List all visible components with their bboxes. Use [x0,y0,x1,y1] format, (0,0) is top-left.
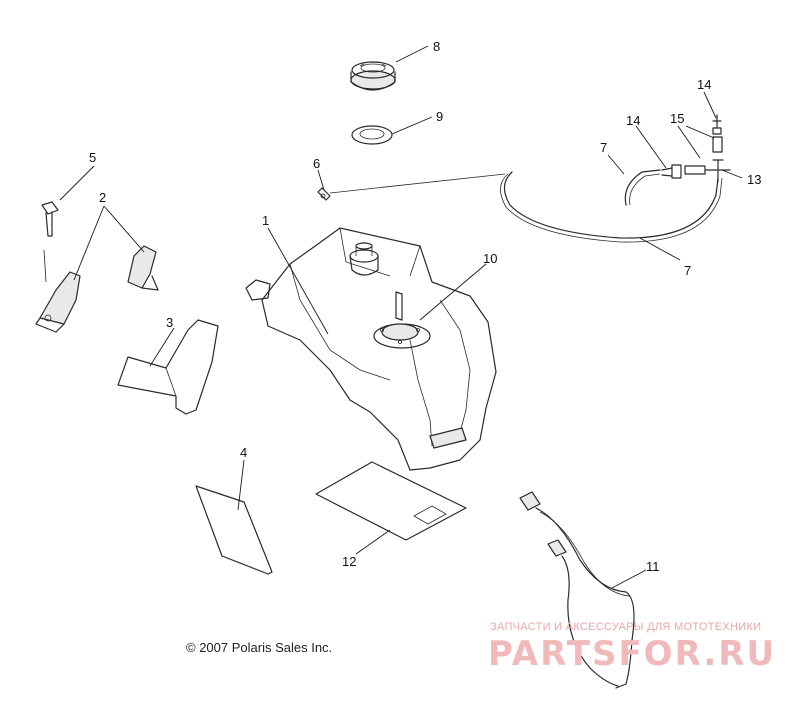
callout-10: 10 [483,251,497,266]
copyright-notice: © 2007 Polaris Sales Inc. [186,640,333,655]
vent-hose-part [500,169,723,243]
callout-8: 8 [433,39,440,54]
callout-4: 4 [240,445,247,460]
callout-12: 12 [342,554,356,569]
fuel-cap-part [350,61,396,91]
bracket-right-part [127,245,159,291]
wire-harness-part [519,491,635,689]
pad-part [195,485,273,575]
callout-15: 15 [670,111,684,126]
callout-2: 2 [99,190,106,205]
fuel-pump-part [373,291,431,349]
callout-13: 13 [747,172,761,187]
callout-1: 1 [262,213,269,228]
cap-gasket-part [351,125,393,145]
callout-9: 9 [436,109,443,124]
bolt-part [41,201,59,283]
callout-14b: 14 [697,77,711,92]
callout-5: 5 [89,150,96,165]
leader-lines [59,45,743,589]
l-pad-part [117,319,219,415]
vent-fitting-part [317,173,506,201]
callout-11: 11 [646,559,660,574]
callout-7a: 7 [600,140,607,155]
callout-3: 3 [166,315,173,330]
watermark-tagline: ЗАПЧАСТИ И АКСЕССУАРЫ ДЛЯ МОТОТЕХНИКИ [490,621,762,633]
callout-14a: 14 [626,113,640,128]
fuel-tank-part [245,227,497,471]
callout-labels: 8 9 6 1 10 5 2 3 4 12 11 7 7 14 14 15 13 [89,39,761,574]
vent-fittings-part [661,114,731,183]
watermark-logo: PARTSFOR.RU [488,634,777,674]
callout-7b: 7 [684,263,691,278]
callout-6: 6 [313,156,320,171]
bracket-left-part [35,271,81,333]
base-plate-part [315,461,467,541]
